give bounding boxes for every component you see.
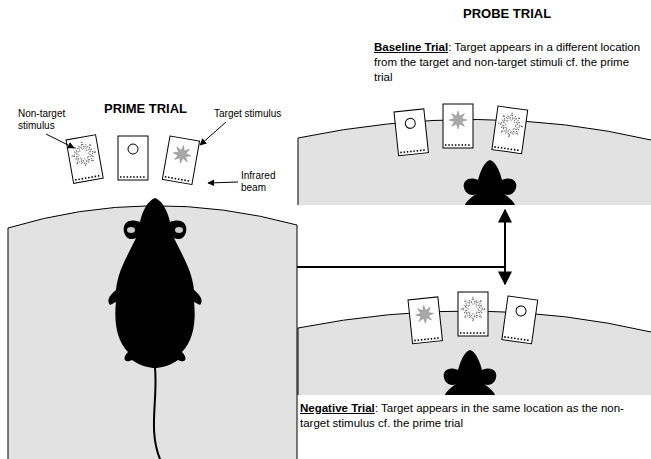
arena <box>298 119 651 205</box>
double-arrow <box>504 210 506 284</box>
leader-arrow <box>46 134 74 148</box>
rat <box>108 198 201 368</box>
non-target-screen <box>458 292 488 336</box>
trial-name: Negative Trial <box>300 402 375 414</box>
blank-screen <box>394 109 428 156</box>
blank-screen <box>502 296 538 344</box>
callout-label: Target stimulus <box>214 108 304 120</box>
target-screen <box>443 104 473 148</box>
callout-label: Non-target stimulus <box>18 108 76 132</box>
rat-head <box>464 160 517 205</box>
label-text: Infrared beam <box>241 170 275 193</box>
trial-name: Baseline Trial <box>374 41 448 53</box>
rat-head <box>444 350 497 395</box>
panel-heading: PRIME TRIAL <box>104 101 187 117</box>
trial-description: Baseline Trial: Target appears in a diff… <box>374 40 644 85</box>
rat-tail <box>154 368 160 459</box>
label-text: PRIME TRIAL <box>104 101 187 116</box>
leader-arrow <box>208 182 238 183</box>
label-text: Non-target stimulus <box>18 108 65 131</box>
target-screen <box>408 297 442 344</box>
title: PROBE TRIAL <box>463 6 551 22</box>
target-screen <box>162 136 199 185</box>
non-target-screen <box>66 135 103 184</box>
blank-screen <box>118 136 148 180</box>
non-target-screen <box>492 106 528 154</box>
label-text: Target stimulus <box>214 108 281 119</box>
rat-ear <box>127 227 135 233</box>
leader-arrow <box>200 122 226 145</box>
callout-label: Infrared beam <box>241 170 287 194</box>
arena-outline <box>298 119 651 205</box>
rat-ear <box>175 227 183 233</box>
trial-description: Negative Trial: Target appears in the sa… <box>300 401 640 431</box>
link-line <box>297 266 505 268</box>
